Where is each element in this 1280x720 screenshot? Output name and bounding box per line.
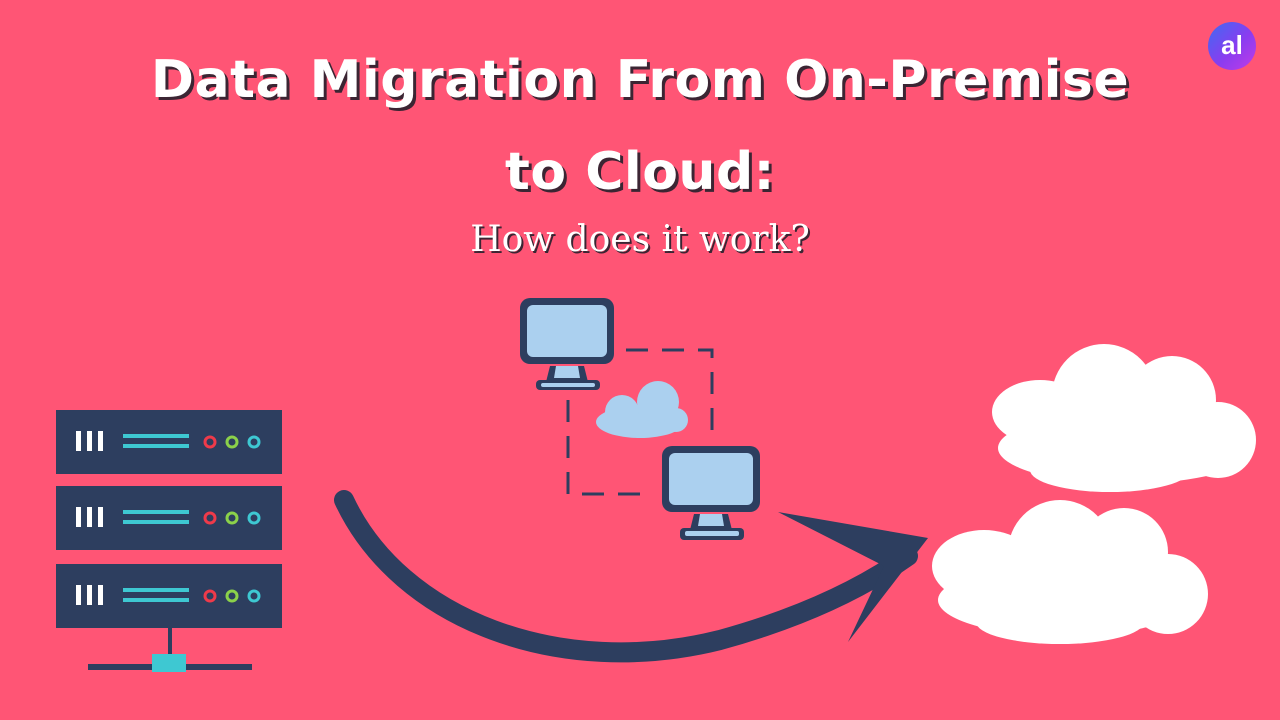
computer-network-icon (520, 298, 760, 540)
server-unit-2 (56, 486, 282, 550)
title-line-1: Data Migration From On-Premise (150, 50, 1130, 110)
migration-arrow-icon (334, 490, 928, 663)
subtitle: How does it work? (470, 219, 810, 260)
monitor-top-icon (520, 298, 614, 390)
monitor-bottom-icon (662, 446, 760, 540)
small-cloud-icon (596, 381, 688, 438)
title-line-2: to Cloud: (505, 142, 775, 202)
server-rack-icon (56, 410, 282, 672)
cloud-icon-top (992, 344, 1256, 492)
brand-logo: al (1208, 22, 1256, 70)
server-unit-3 (56, 564, 282, 628)
cloud-icon-bottom (932, 500, 1208, 644)
server-unit-1 (56, 410, 282, 474)
page-title: Data Migration From On-Premise to Cloud: (0, 34, 1280, 218)
